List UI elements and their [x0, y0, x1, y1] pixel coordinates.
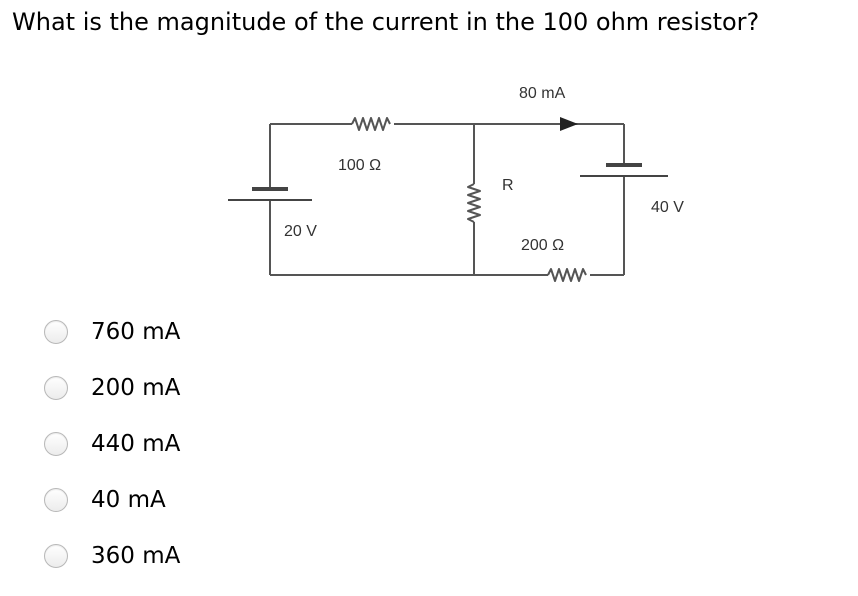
resistor-200-label: 200 Ω [521, 237, 564, 254]
radio-button[interactable] [44, 376, 68, 400]
battery-40v-label: 40 V [651, 199, 684, 216]
resistor-r [467, 183, 481, 223]
battery-20v-label: 20 V [284, 223, 317, 240]
resistor-200-ohm [547, 268, 587, 282]
option-40ma[interactable]: 40 mA [44, 472, 180, 528]
radio-button[interactable] [44, 320, 68, 344]
option-label[interactable]: 200 mA [91, 375, 181, 401]
option-label[interactable]: 440 mA [91, 431, 181, 457]
radio-button[interactable] [44, 432, 68, 456]
resistor-r-label: R [502, 177, 514, 194]
radio-button[interactable] [44, 488, 68, 512]
option-440ma[interactable]: 440 mA [44, 416, 180, 472]
circuit-diagram: 80 mA 100 Ω R 200 Ω 20 V 40 V [228, 85, 684, 282]
resistor-100-ohm [351, 117, 391, 131]
radio-button[interactable] [44, 544, 68, 568]
question-text: What is the magnitude of the current in … [12, 8, 760, 36]
current-label: 80 mA [519, 85, 566, 102]
option-label[interactable]: 40 mA [91, 487, 166, 513]
current-arrow-icon [560, 117, 578, 131]
answer-options: 760 mA 200 mA 440 mA 40 mA 360 mA [44, 304, 180, 584]
option-360ma[interactable]: 360 mA [44, 528, 180, 584]
option-label[interactable]: 760 mA [91, 319, 181, 345]
option-label[interactable]: 360 mA [91, 543, 181, 569]
option-200ma[interactable]: 200 mA [44, 360, 180, 416]
option-760ma[interactable]: 760 mA [44, 304, 180, 360]
resistor-100-label: 100 Ω [338, 157, 381, 174]
